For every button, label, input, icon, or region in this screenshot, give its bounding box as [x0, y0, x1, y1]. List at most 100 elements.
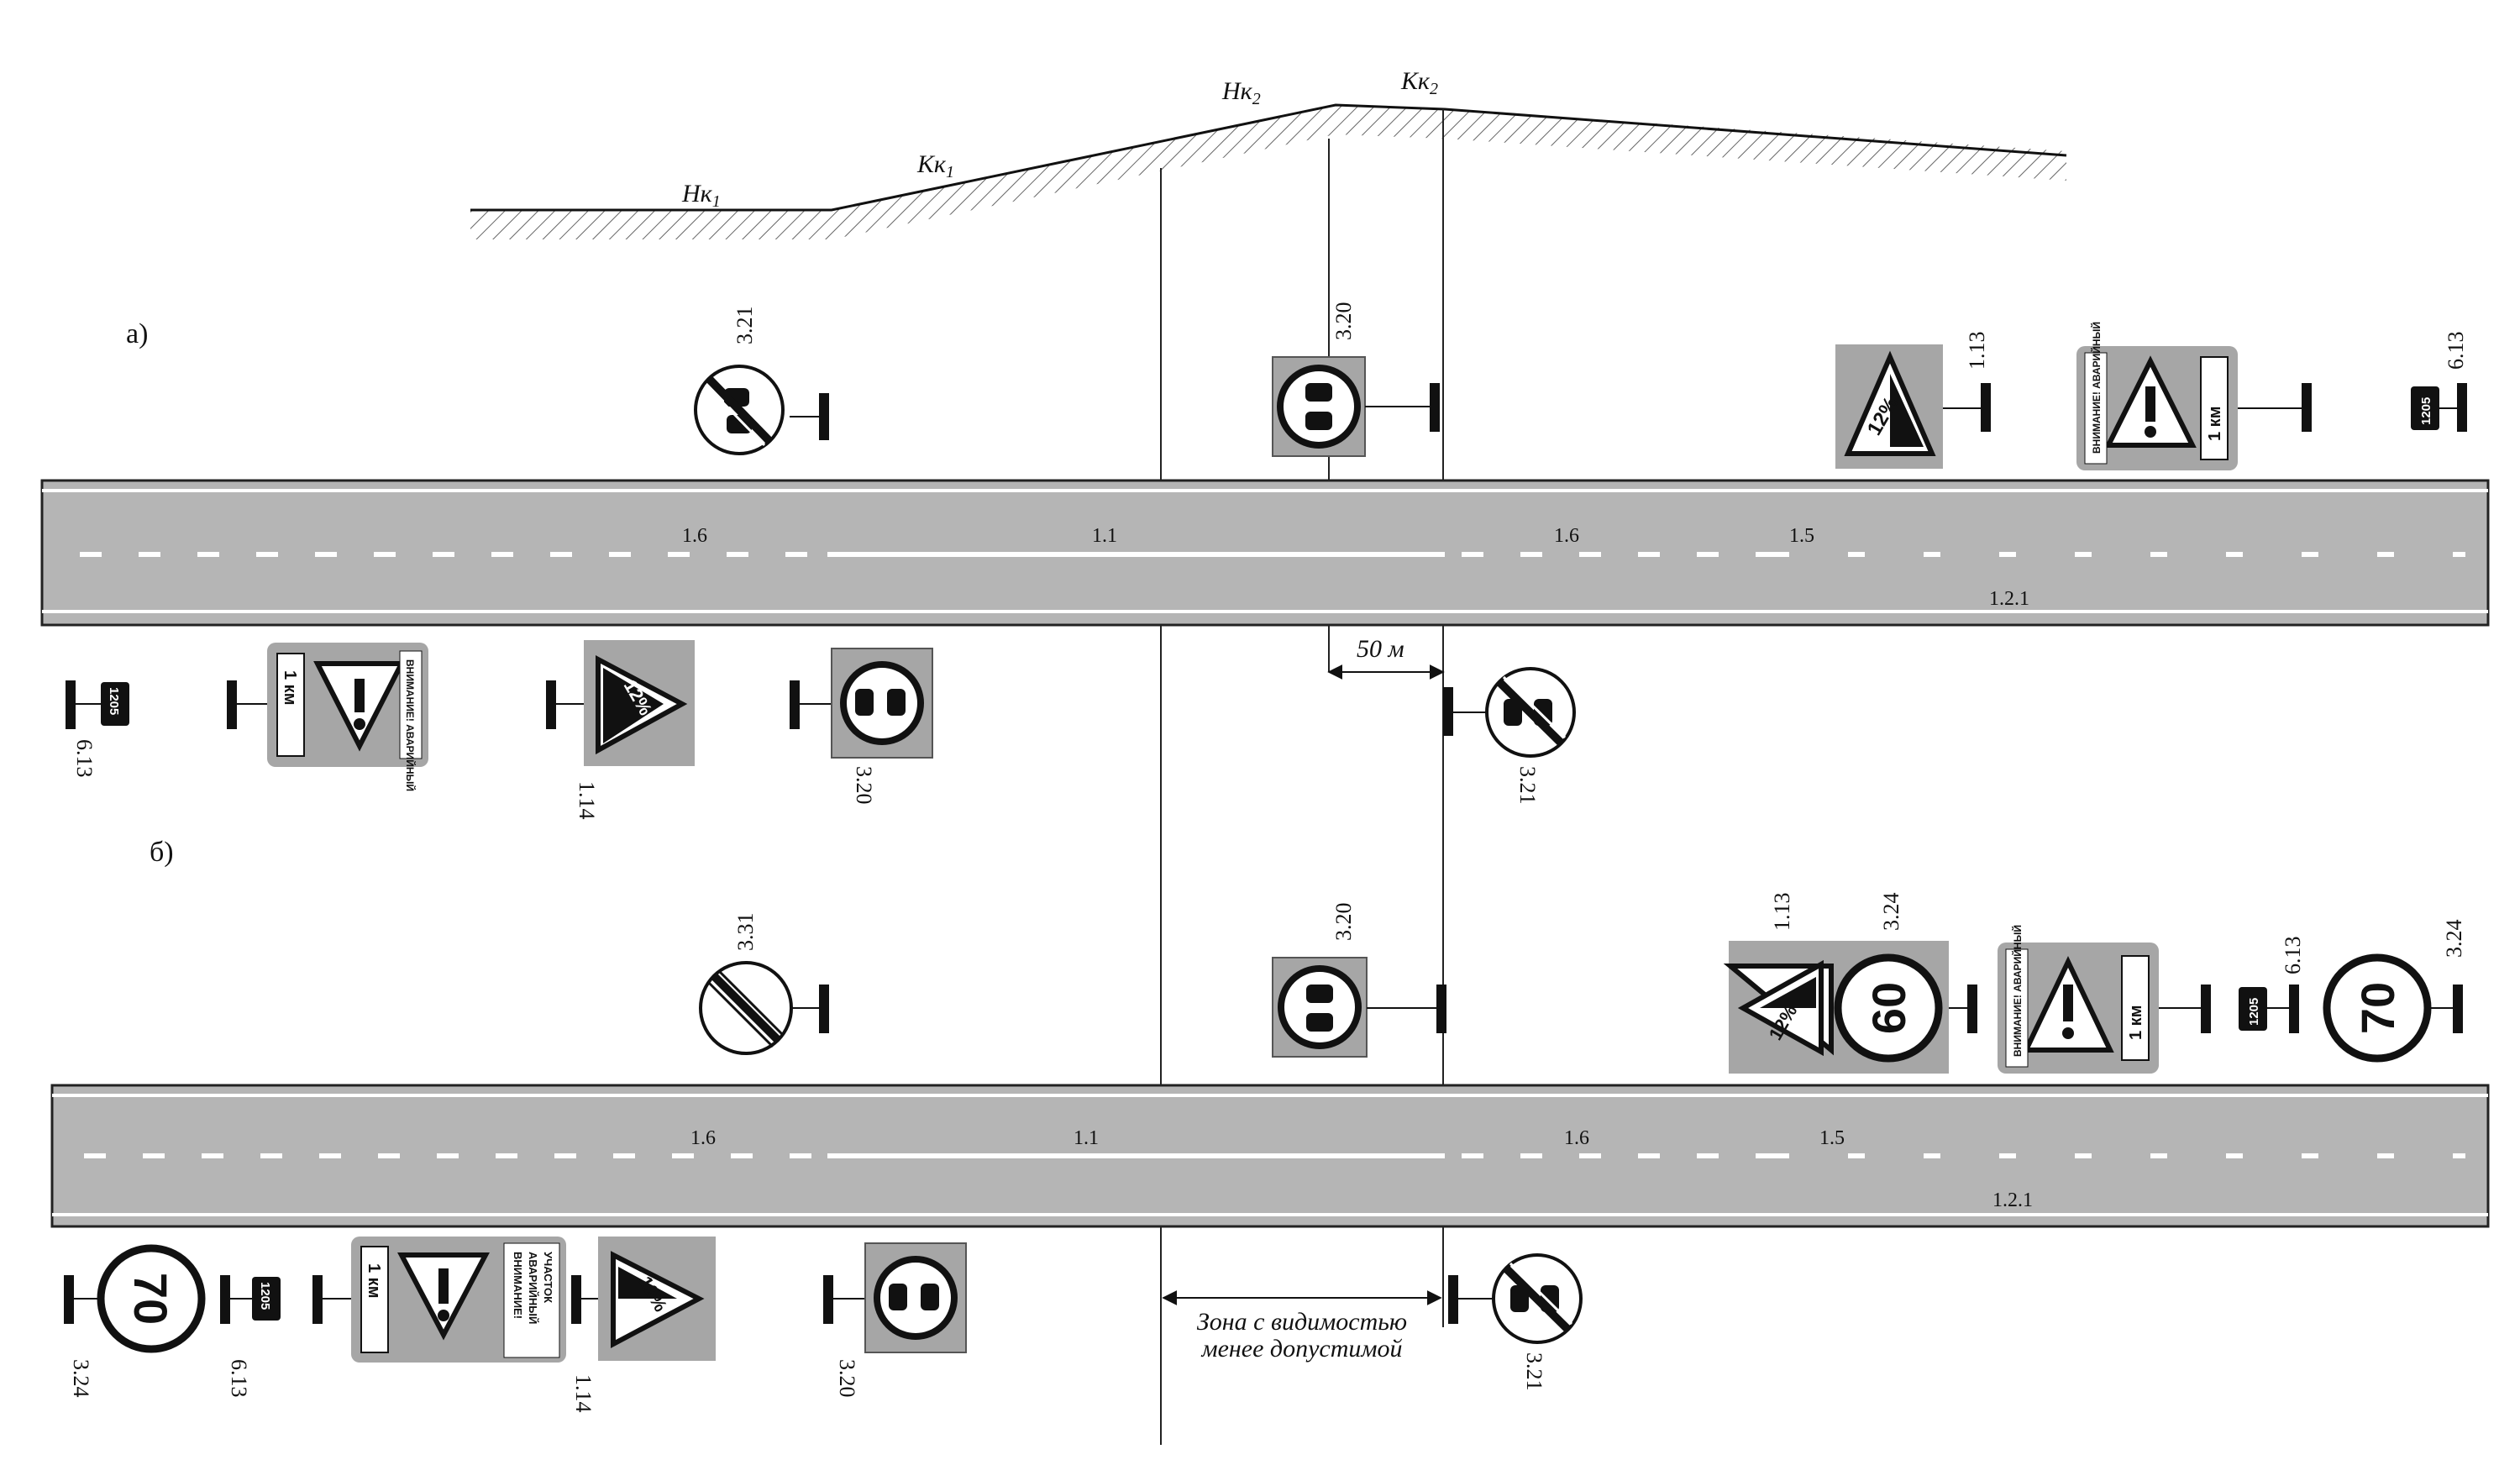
km-post-text: 1205: [2419, 397, 2433, 425]
sign-post: [819, 985, 829, 1033]
dimension-50m-label: 50 м: [1357, 635, 1404, 663]
marking-label-1-1: 1.1: [1092, 525, 1117, 547]
sign-3-20-no-overtaking: 3.20: [823, 1242, 967, 1398]
sign-post: [1981, 383, 1991, 432]
marking-label-1-6: 1.6: [682, 525, 707, 547]
marking-label-1-5: 1.5: [1789, 525, 1814, 547]
sign-code-1-13: 1.13: [1770, 893, 1794, 932]
exclamation-icon: [2063, 985, 2073, 1021]
marking-label-1-5: 1.5: [1819, 1127, 1845, 1149]
sign-3-21-end-no-overtaking: 3.21: [694, 307, 829, 455]
cars-icon: [1306, 985, 1333, 1032]
longitudinal-profile: Нк1 Кк1 Нк2 Кк2: [470, 67, 2067, 239]
profile-label-kk2: Кк2: [1400, 67, 1438, 98]
sign-code-1-14: 1.14: [575, 781, 599, 820]
sign-code-6-13: 6.13: [2281, 937, 2305, 975]
road-a: 1.6 1.1 1.6 1.5 1.2.1: [40, 479, 2490, 627]
sign-warning-accident-section-plate: 1 км ВНИМАНИЕ! АВАРИЙНЫЙ: [227, 643, 428, 791]
sign-3-24-speed-limit-70: 70 3.24: [2323, 920, 2466, 1063]
profile-label-nk1: Нк1: [681, 180, 721, 211]
warning-text: ВНИМАНИЕ! АВАРИЙНЫЙ: [2011, 925, 2024, 1057]
sign-code-3-20: 3.20: [1331, 903, 1356, 942]
dimension-zone: Зона с видимостью менее допустимой: [1162, 1290, 1442, 1363]
sign-post: [819, 393, 829, 440]
marking-label-1-6: 1.6: [1564, 1127, 1589, 1149]
sign-code-3-21: 3.21: [732, 307, 757, 345]
sign-post: [66, 680, 76, 729]
reference-lines: [1160, 109, 1444, 1445]
sign-1-14-steep-ascent: 12% 1.14: [571, 1237, 716, 1413]
sign-code-1-13: 1.13: [1965, 332, 1989, 370]
marking-label-1-2-1: 1.2.1: [1992, 1189, 2033, 1211]
panel-a-label: а): [126, 318, 148, 349]
sign-post: [227, 680, 237, 729]
sign-post: [790, 680, 800, 729]
km-post-text: 1205: [107, 687, 121, 715]
sign-code-3-20: 3.20: [852, 766, 876, 805]
sign-3-20-no-overtaking: 3.20: [790, 648, 933, 805]
warning-text-line2: АВАРИЙНЫЙ: [527, 1252, 539, 1324]
warning-text: ВНИМАНИЕ! АВАРИЙНЫЙ: [2090, 322, 2103, 454]
marking-label-1-6: 1.6: [690, 1127, 716, 1149]
sign-code-3-24: 3.24: [69, 1359, 93, 1398]
sign-1-13-steep-descent: 12% 1.13: [1835, 332, 1991, 469]
warning-text-line3: УЧАСТОК: [542, 1252, 554, 1303]
road-b: 1.6 1.1 1.6 1.5 1.2.1: [50, 1084, 2490, 1228]
sign-warning-accident-section-plate: ВНИМАНИЕ! АВАРИЙНЫЙ 1 км: [2076, 322, 2312, 470]
sign-code-3-21: 3.21: [1522, 1352, 1546, 1391]
sign-3-21-end-no-overtaking: 3.21: [1443, 667, 1576, 805]
sign-post: [1430, 383, 1440, 432]
sign-post: [2201, 985, 2211, 1033]
sign-post: [2457, 383, 2467, 432]
sign-post: [64, 1275, 74, 1324]
sign-1-13-with-3-24-speed-60: 12% 60 1.13 3.24: [1723, 893, 1977, 1074]
sign-post: [312, 1275, 323, 1324]
sign-1-14-steep-ascent: 12% 1.14: [546, 640, 695, 820]
profile-line: [470, 103, 2067, 212]
warning-text-line1: ВНИМАНИЕ!: [512, 1252, 524, 1319]
speed-limit-70-text: 70: [124, 1273, 177, 1325]
sign-code-6-13: 6.13: [72, 739, 97, 778]
sign-3-31-end-all-restrictions: 3.31: [699, 913, 829, 1055]
sign-3-24-speed-limit-70: 70 3.24: [64, 1244, 206, 1398]
warning-text: ВНИМАНИЕ! АВАРИЙНЫЙ: [404, 659, 417, 791]
sign-6-13-km-post: 1205 6.13: [2411, 332, 2468, 432]
sign-3-20-no-overtaking: 3.20: [1272, 903, 1446, 1058]
speed-limit-70-text: 70: [2351, 982, 2404, 1034]
sign-code-1-14: 1.14: [571, 1374, 596, 1413]
dimension-50m: 50 м: [1327, 635, 1445, 680]
sign-post: [220, 1275, 230, 1324]
marking-label-1-2-1: 1.2.1: [1989, 588, 2029, 610]
sign-post: [2289, 985, 2299, 1033]
km-post-text: 1205: [258, 1282, 272, 1310]
profile-label-nk2: Нк2: [1221, 77, 1261, 108]
sign-post: [1443, 687, 1453, 736]
km-text: 1 км: [365, 1263, 383, 1298]
sign-3-21-end-no-overtaking: 3.21: [1448, 1253, 1583, 1391]
zone-label-line1: Зона с видимостью: [1197, 1308, 1407, 1336]
sign-code-3-20: 3.20: [835, 1359, 859, 1398]
sign-post: [2302, 383, 2312, 432]
sign-code-3-24: 3.24: [2442, 920, 2466, 958]
exclamation-icon: [438, 1268, 449, 1304]
sign-post: [546, 680, 556, 729]
km-text: 1 км: [2127, 1006, 2145, 1040]
sign-post: [1448, 1275, 1458, 1324]
profile-label-kk1: Кк1: [916, 150, 954, 181]
sign-code-3-24: 3.24: [1879, 893, 1903, 932]
sign-6-13-km-post: 1205 6.13: [66, 680, 129, 778]
sign-post: [823, 1275, 833, 1324]
speed-limit-60-text: 60: [1862, 982, 1915, 1034]
sign-3-20-no-overtaking: 3.20: [1272, 302, 1440, 457]
sign-warning-accident-section-plate: ВНИМАНИЕ! АВАРИЙНЫЙ 1 км: [1998, 925, 2211, 1074]
marking-label-1-6: 1.6: [1554, 525, 1579, 547]
sign-post: [2453, 985, 2463, 1033]
cars-icon: [855, 689, 906, 716]
sign-code-6-13: 6.13: [2444, 332, 2468, 370]
sign-warning-accident-section-plate: 1 км ВНИМАНИЕ! АВАРИЙНЫЙ УЧАСТОК: [312, 1237, 566, 1363]
zone-label-line2: менее допустимой: [1200, 1335, 1402, 1363]
sign-6-13-km-post: 1205 6.13: [2239, 937, 2305, 1033]
marking-label-1-1: 1.1: [1074, 1127, 1099, 1149]
panel-b-label: б): [150, 837, 174, 868]
